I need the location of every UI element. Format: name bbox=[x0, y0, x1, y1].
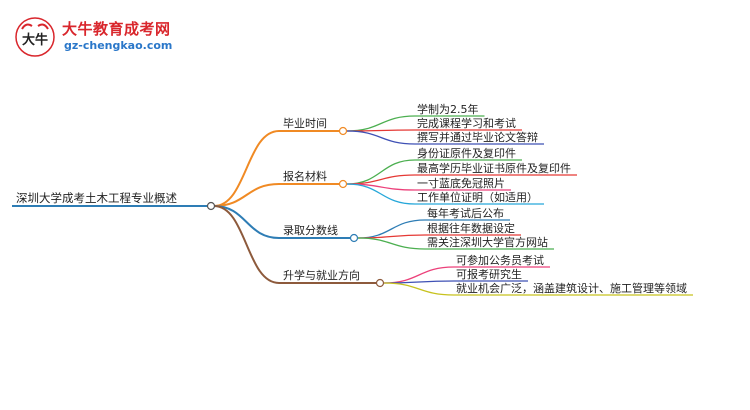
leaf-node-label: 可参加公务员考试 bbox=[456, 253, 544, 267]
leaf-connector bbox=[346, 159, 416, 185]
branch-node-label: 升学与就业方向 bbox=[283, 268, 360, 282]
leaf-connector bbox=[346, 130, 416, 145]
mind-map-nodes: 深圳大学成考土木工程专业概述 毕业时间 学制为2.5年完成课程学习和考试撰写并通过毕… bbox=[16, 102, 687, 295]
branch-node-dot[interactable] bbox=[349, 233, 359, 243]
logo-text: 大牛 bbox=[22, 32, 48, 48]
branch-node-dot[interactable] bbox=[338, 179, 348, 189]
leaf-node-label: 身份证原件及复印件 bbox=[417, 146, 516, 160]
branch-node-label: 报名材料 bbox=[283, 169, 327, 183]
branch-node-dot[interactable] bbox=[338, 126, 348, 136]
leaf-connector bbox=[346, 115, 416, 132]
root-node-dot[interactable] bbox=[206, 201, 216, 211]
brand-name: 大牛教育成考网 bbox=[62, 20, 171, 38]
brand-logo: 大牛 大牛教育成考网 gz-chengkao.com bbox=[14, 14, 184, 60]
leaf-node-label: 一寸蓝底免冠照片 bbox=[417, 176, 505, 190]
leaf-connector bbox=[346, 183, 416, 205]
branch-connector bbox=[213, 205, 280, 239]
branch-connector bbox=[213, 205, 280, 284]
branch-node-label: 录取分数线 bbox=[283, 223, 338, 237]
branch-connector bbox=[213, 130, 280, 207]
leaf-node-label: 工作单位证明（如适用） bbox=[417, 190, 538, 204]
branch-connector bbox=[213, 183, 280, 207]
leaf-node-label: 就业机会广泛，涵盖建筑设计、施工管理等领域 bbox=[456, 281, 687, 295]
mind-map-edges bbox=[12, 115, 693, 296]
leaf-node-label: 完成课程学习和考试 bbox=[417, 116, 516, 130]
brand-url[interactable]: gz-chengkao.com bbox=[64, 39, 173, 52]
leaf-node-label: 需关注深圳大学官方网站 bbox=[427, 235, 548, 249]
leaf-connector bbox=[357, 234, 426, 239]
leaf-node-label: 每年考试后公布 bbox=[427, 206, 504, 220]
branch-node-dot[interactable] bbox=[375, 278, 385, 288]
leaf-node-label: 最高学历毕业证书原件及复印件 bbox=[417, 161, 571, 175]
leaf-node-label: 撰写并通过毕业论文答辩 bbox=[417, 130, 538, 144]
leaf-node-label: 可报考研究生 bbox=[456, 267, 522, 281]
branch-node-label: 毕业时间 bbox=[283, 117, 327, 130]
leaf-node-label: 根据往年数据设定 bbox=[427, 221, 515, 235]
root-node-label: 深圳大学成考土木工程专业概述 bbox=[16, 191, 177, 205]
leaf-connector bbox=[357, 237, 426, 250]
leaf-node-label: 学制为2.5年 bbox=[417, 102, 479, 116]
leaf-connector bbox=[383, 282, 455, 296]
bull-logo-icon: 大牛 bbox=[15, 17, 55, 57]
